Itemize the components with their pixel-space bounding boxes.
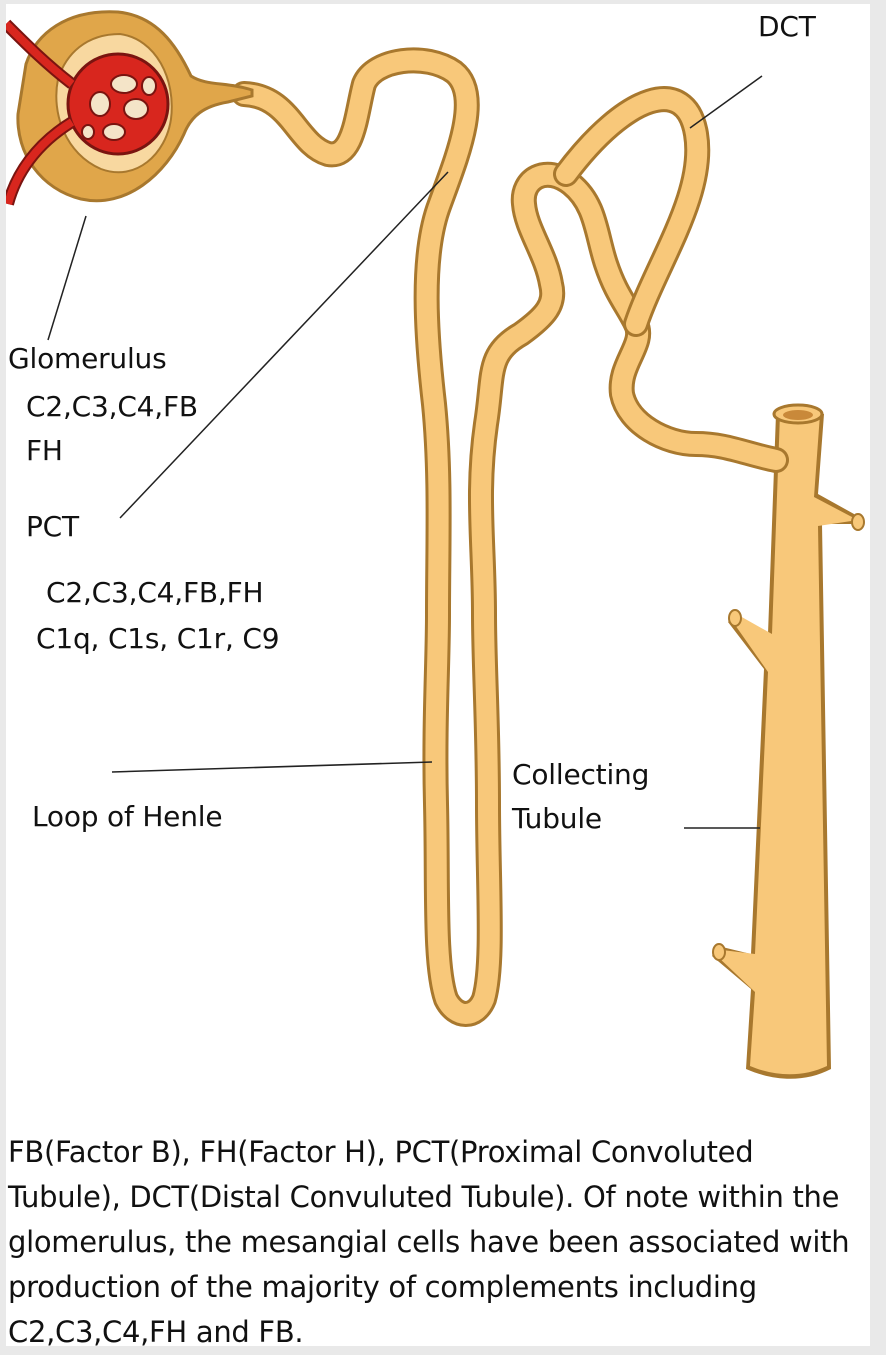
pct-leader-line — [119, 171, 449, 519]
nephron-diagram — [6, 10, 865, 1079]
glomerulus-label: Glomerulus — [8, 342, 167, 375]
glomerulus-leader-line — [47, 215, 87, 341]
loop-of-henle-label: Loop of Henle — [32, 800, 223, 833]
leader-lines — [47, 75, 763, 829]
glomerulus-complements-2: FH — [26, 434, 63, 467]
collecting-tubule-label-2: Tubule — [512, 802, 602, 835]
dct-label: DCT — [758, 10, 816, 43]
loop-leader-line — [111, 761, 433, 773]
glomerulus-complements-1: C2,C3,C4,FB — [26, 390, 198, 423]
collecting-duct — [712, 403, 865, 1079]
nephron-tubule — [231, 47, 789, 1027]
pct-complements-2: C1q, C1s, C1r, C9 — [36, 622, 280, 655]
pct-complements-1: C2,C3,C4,FB,FH — [46, 576, 264, 609]
glomerulus-capsule — [6, 10, 254, 206]
collecting-tubule-label-1: Collecting — [512, 758, 650, 791]
figure-page: DCT Glomerulus C2,C3,C4,FB FH PCT C2,C3,… — [6, 4, 870, 1346]
figure-caption: FB(Factor B), FH(Factor H), PCT(Proximal… — [8, 1135, 850, 1346]
dct-leader-line — [689, 75, 763, 129]
pct-label: PCT — [26, 510, 79, 543]
